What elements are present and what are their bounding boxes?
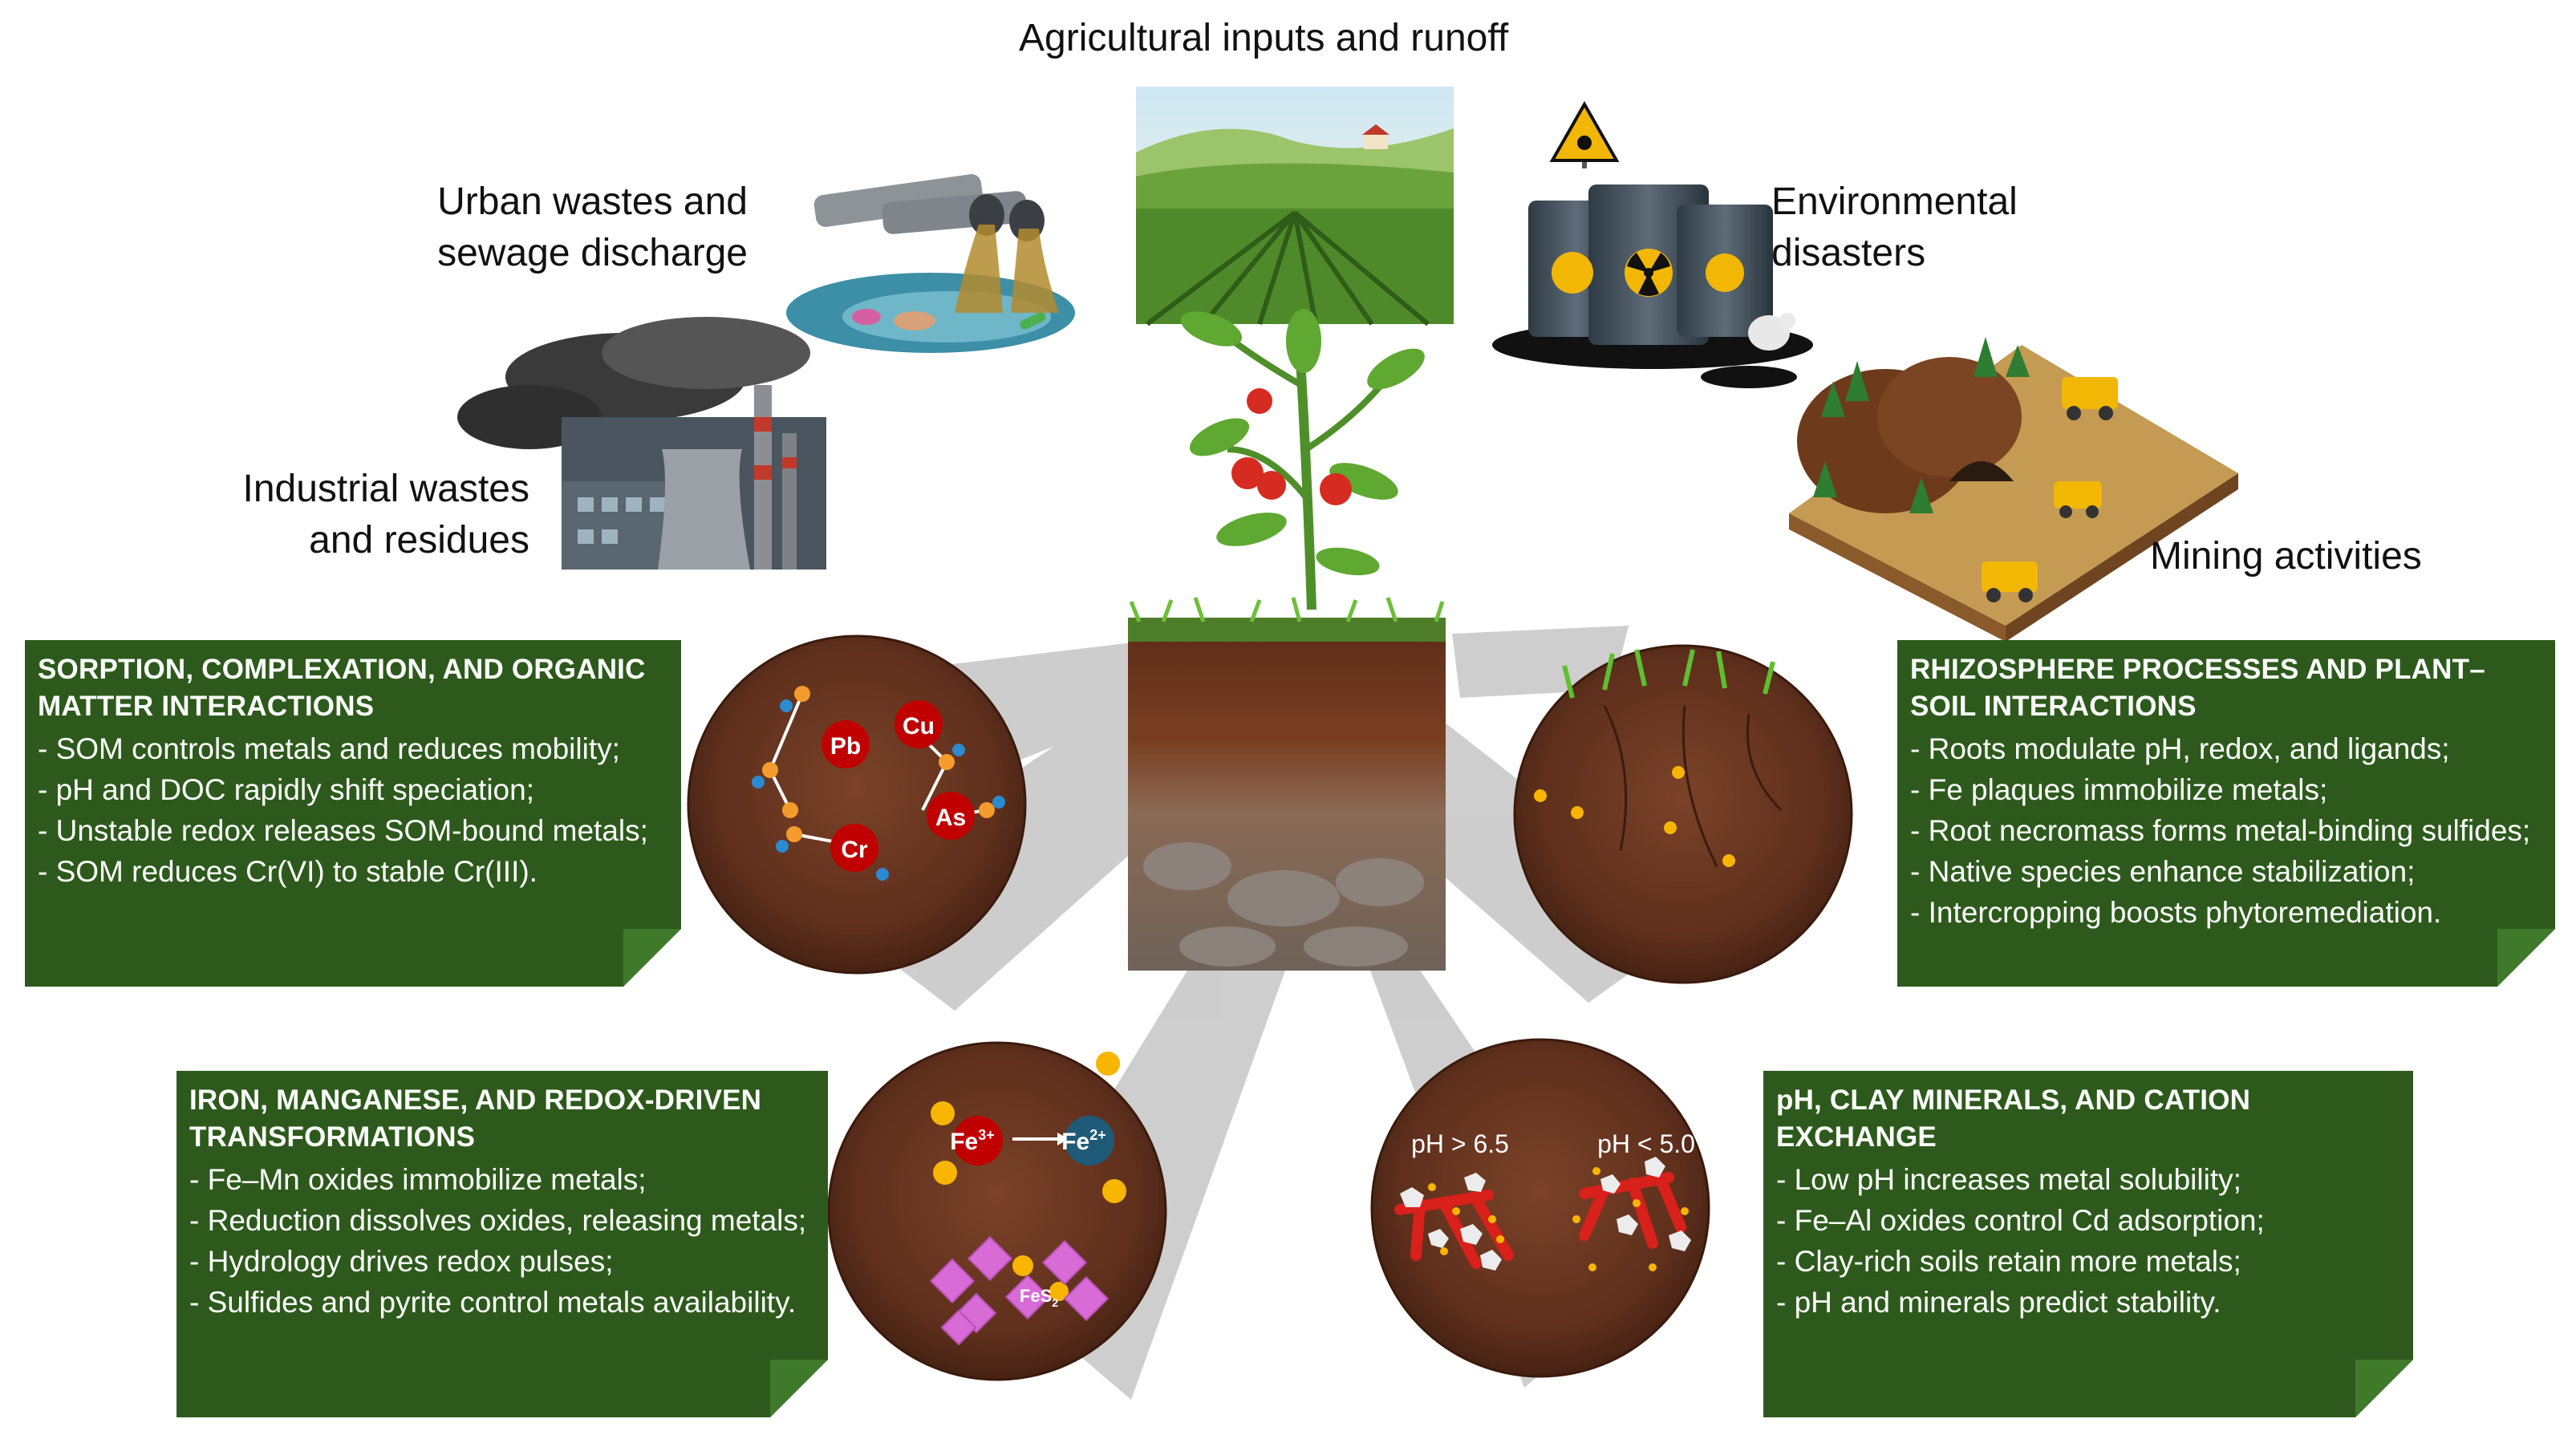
ph-high-label: pH > 6.5 xyxy=(1411,1129,1509,1158)
panel-rhizosphere: RHIZOSPHERE PROCESSES AND PLANT–SOIL INT… xyxy=(1897,640,2555,987)
ph-low-label: pH < 5.0 xyxy=(1597,1129,1695,1158)
panel-item: - pH and DOC rapidly shift speciation; xyxy=(38,773,534,806)
panel-ph: pH, CLAY MINERALS, AND CATION EXCHANGE -… xyxy=(1763,1071,2413,1417)
metal-label-cu: Cu xyxy=(903,713,935,740)
panel-sorption: SORPTION, COMPLEXATION, AND ORGANIC MATT… xyxy=(25,640,681,987)
panel-item: - pH and minerals predict stability. xyxy=(1776,1286,2221,1319)
panel-item: - Reduction dissolves oxides, releasing … xyxy=(189,1204,807,1237)
panel-item: - Fe–Al oxides control Cd adsorption; xyxy=(1776,1204,2265,1237)
panel-item: - Hydrology drives redox pulses; xyxy=(189,1245,614,1278)
page-fold xyxy=(2355,1360,2413,1417)
factory-icon xyxy=(457,317,826,570)
panel-item: - SOM reduces Cr(VI) to stable Cr(III). xyxy=(38,855,538,888)
label-agricultural: Agricultural inputs and runoff xyxy=(1019,17,1509,59)
panel-item: - Clay-rich soils retain more metals; xyxy=(1776,1245,2241,1278)
label-mining: Mining activities xyxy=(2150,535,2422,578)
panel-item: - Roots modulate pH, redox, and ligands; xyxy=(1910,732,2450,765)
panel-item: - SOM controls metals and reduces mobili… xyxy=(38,732,620,765)
panel-item: - Fe plaques immobilize metals; xyxy=(1910,773,2328,806)
iron-redox-circle: Fe3+ Fe2+ FeS2 xyxy=(827,1041,1167,1381)
fes2-label: FeS2 xyxy=(1020,1286,1058,1309)
metal-label-as: As xyxy=(935,805,966,831)
sorption-circle: Pb Cu As Cr xyxy=(687,634,1027,975)
panel-title: IRON, MANGANESE, AND REDOX-DRIVEN TRANSF… xyxy=(189,1084,762,1153)
panel-item: - Fe–Mn oxides immobilize metals; xyxy=(189,1163,647,1196)
open-pit-mine-icon xyxy=(1789,337,2238,642)
panel-item: - Unstable redox releases SOM-bound meta… xyxy=(38,814,648,847)
soil-profile xyxy=(1128,597,1446,971)
panel-title: RHIZOSPHERE PROCESSES AND PLANT–SOIL INT… xyxy=(1910,654,2485,722)
fe3-label: Fe3+ xyxy=(950,1127,995,1155)
farmland-icon xyxy=(1136,87,1454,326)
metal-label-pb: Pb xyxy=(830,733,861,760)
tomato-plant-icon xyxy=(1180,309,1425,610)
panel-item: - Root necromass forms metal-binding sul… xyxy=(1910,814,2531,847)
panel-title: SORPTION, COMPLEXATION, AND ORGANIC MATT… xyxy=(38,654,646,722)
metal-label-cr: Cr xyxy=(841,837,868,863)
panel-item: - Native species enhance stabilization; xyxy=(1910,855,2416,888)
radioactive-barrels-icon xyxy=(1492,100,1813,388)
sewage-pipes-icon xyxy=(786,174,1075,353)
panel-item: - Low pH increases metal solubility; xyxy=(1776,1163,2241,1196)
fe2-label: Fe2+ xyxy=(1061,1127,1106,1155)
page-fold xyxy=(623,929,681,987)
rhizosphere-circle xyxy=(1513,644,1853,984)
panel-iron: IRON, MANGANESE, AND REDOX-DRIVEN TRANSF… xyxy=(176,1071,828,1417)
page-fold xyxy=(2497,929,2555,987)
panel-item: - Intercropping boosts phytoremediation. xyxy=(1910,896,2442,929)
ph-clay-circle: pH > 6.5 pH < 5.0 xyxy=(1370,1038,1710,1378)
panel-item: - Sulfides and pyrite control metals ava… xyxy=(189,1286,797,1319)
panel-title: pH, CLAY MINERALS, AND CATION EXCHANGE xyxy=(1776,1084,2251,1153)
page-fold xyxy=(770,1360,828,1417)
